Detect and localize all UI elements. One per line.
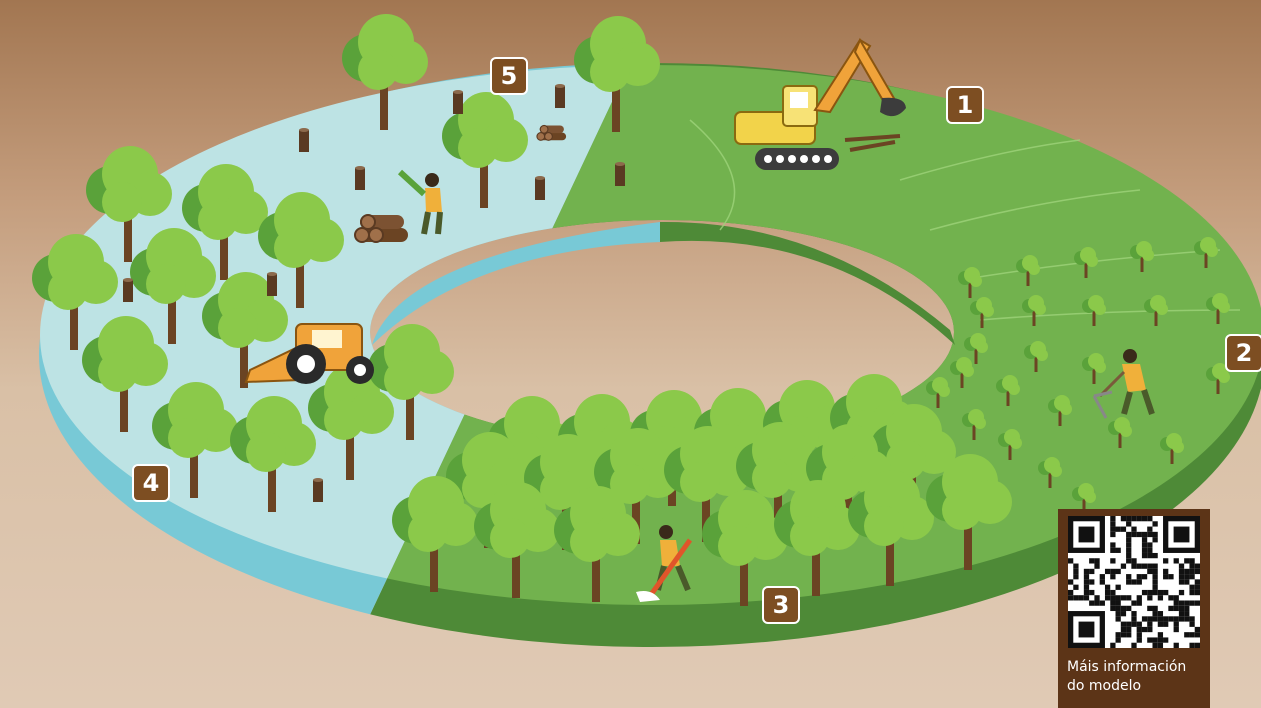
stage-number: 2: [1236, 339, 1253, 367]
qr-caption: Máis información do modelo: [1067, 658, 1207, 696]
qr-caption-line1: Máis información: [1067, 658, 1207, 677]
qr-code[interactable]: [1068, 516, 1200, 648]
qr-info-panel[interactable]: Máis información do modelo: [1058, 509, 1210, 708]
qr-caption-line2: do modelo: [1067, 677, 1207, 696]
stage-number: 5: [501, 62, 518, 90]
stage-badge-1: 1: [946, 86, 984, 124]
stage-number: 4: [143, 469, 160, 497]
stage-badge-2: 2: [1225, 334, 1261, 372]
stage-number: 1: [957, 91, 974, 119]
stage-badge-5: 5: [490, 57, 528, 95]
stage-number: 3: [773, 591, 790, 619]
stage-badge-3: 3: [762, 586, 800, 624]
stage-badge-4: 4: [132, 464, 170, 502]
